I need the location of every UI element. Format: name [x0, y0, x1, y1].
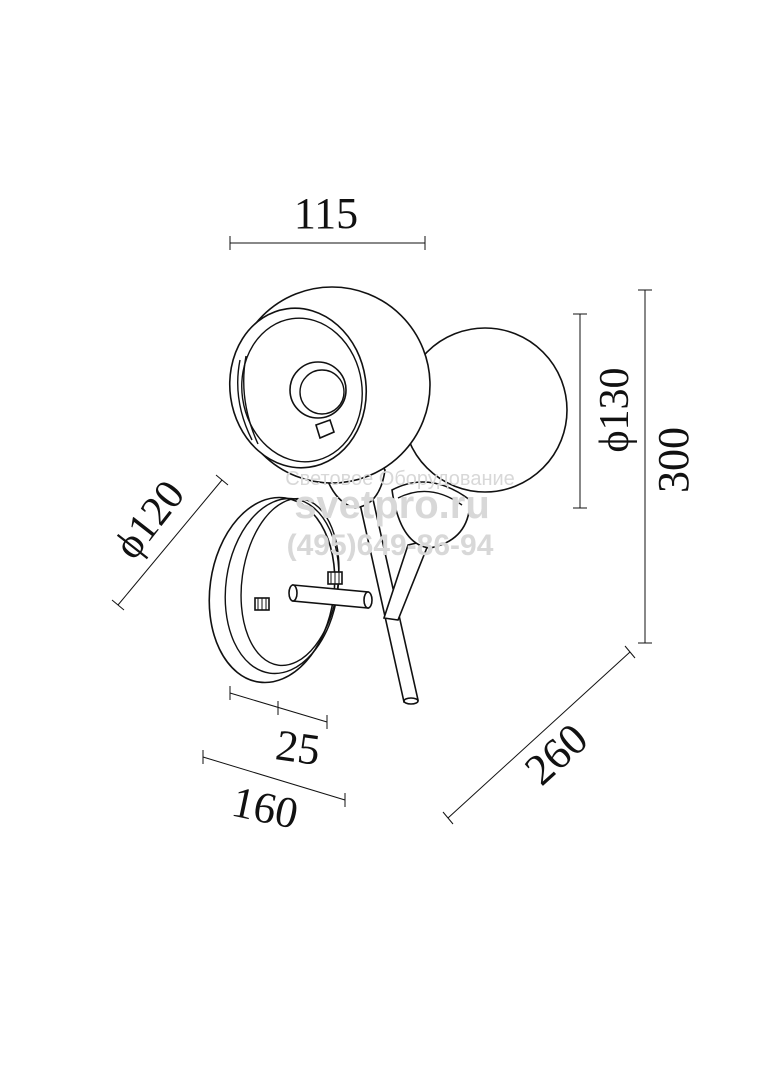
watermark-line2: svetpro.ru — [294, 483, 490, 527]
watermark: Световое Оборудование svetpro.ru (495)64… — [285, 468, 515, 562]
watermark-line1: Световое Оборудование — [285, 468, 515, 490]
dimension-25: 25 — [229, 686, 328, 775]
lamp-body — [208, 286, 568, 705]
dimension-phi130: ϕ130 — [573, 313, 638, 509]
dimension-300-label: 300 — [649, 427, 698, 493]
dimension-phi130-label: ϕ130 — [592, 367, 638, 452]
dimension-phi120-label: ϕ120 — [105, 472, 194, 567]
dimension-115-label: 115 — [294, 189, 358, 238]
screw-left — [254, 597, 270, 611]
dimension-300: 300 — [638, 289, 698, 644]
dimension-160-label: 160 — [228, 777, 303, 839]
dimension-260-label: 260 — [515, 714, 597, 795]
dimension-25-label: 25 — [273, 720, 323, 775]
left-shade-inner-rim — [241, 317, 363, 463]
dimension-260: 260 — [442, 645, 636, 825]
screw-right — [327, 571, 343, 585]
dimension-115: 115 — [229, 189, 426, 250]
watermark-line3: (495)649-86-94 — [287, 529, 494, 562]
